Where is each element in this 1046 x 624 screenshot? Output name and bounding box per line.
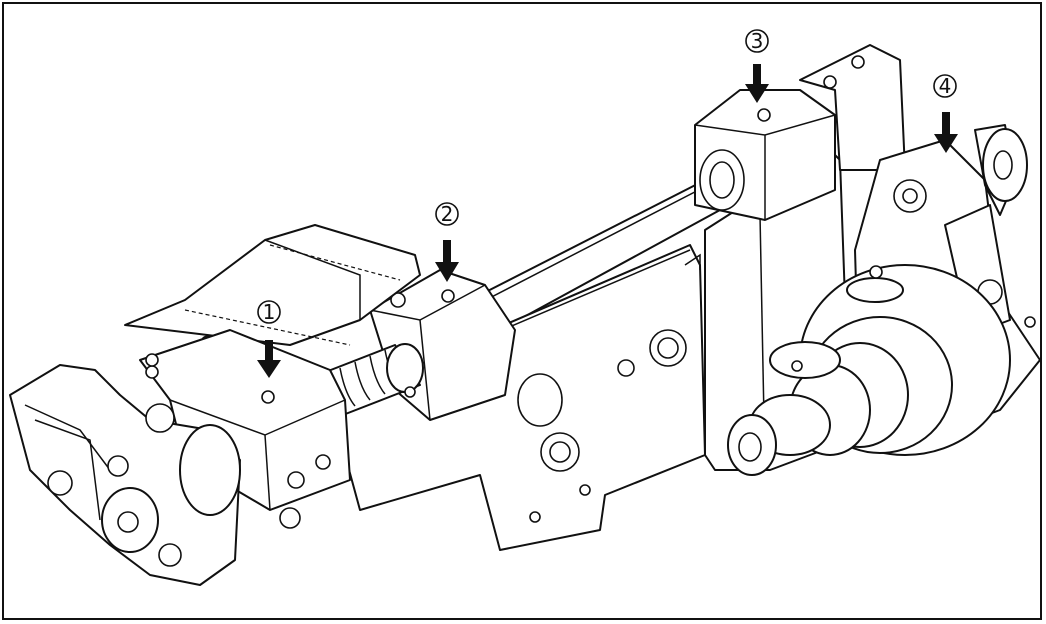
eccentric-disk (727, 264, 1011, 476)
callout-1: 1 (257, 300, 281, 378)
left-bracket (9, 353, 241, 586)
callout-2: 2 (435, 202, 459, 282)
front-block (139, 329, 351, 529)
callout-3-label: 3 (751, 29, 764, 53)
callout-3: 3 (745, 29, 769, 103)
callout-4-arrow (934, 112, 958, 153)
callout-4-label: 4 (939, 74, 952, 98)
callout-1-label: 1 (263, 300, 276, 324)
callout-4: 4 (933, 74, 958, 153)
callout-2-label: 2 (441, 202, 454, 226)
callout-1-arrow (257, 340, 281, 378)
base-plate (329, 244, 706, 551)
callout-2-arrow (435, 240, 459, 282)
callout-3-arrow (745, 64, 769, 103)
